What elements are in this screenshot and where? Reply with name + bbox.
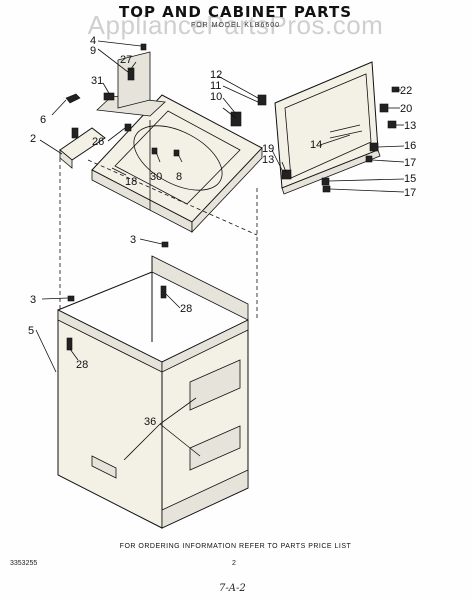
callout-28-left: 28 [76, 359, 88, 371]
alignment-lines [59, 158, 258, 320]
callout-17-lower: 17 [404, 187, 416, 199]
callout-16: 16 [404, 140, 416, 152]
callout-22: 22 [400, 85, 412, 97]
callout-18: 18 [125, 176, 137, 188]
callout-13-left: 13 [262, 154, 274, 166]
callout-36: 36 [144, 416, 156, 428]
callout-31: 31 [91, 75, 103, 87]
ordering-note: FOR ORDERING INFORMATION REFER TO PARTS … [119, 543, 352, 550]
callout-20: 20 [400, 103, 412, 115]
callout-14: 14 [310, 139, 322, 151]
callout-4: 4 [90, 35, 96, 47]
callout-30: 30 [150, 171, 162, 183]
model-subtitle: FOR MODEL KLB6600 [190, 22, 281, 29]
cabinet-body [57, 241, 249, 529]
callout-28-top: 28 [180, 303, 192, 315]
document-number: 3353255 [10, 560, 38, 567]
leader-lines [35, 40, 405, 461]
page-number: 2 [232, 560, 236, 567]
callout-11: 11 [210, 80, 221, 92]
page-title: TOP AND CABINET PARTS [118, 3, 353, 21]
callout-13-right: 13 [404, 120, 416, 132]
callout-5: 5 [28, 325, 34, 337]
cabinet-top [91, 94, 263, 234]
callout-15: 15 [404, 173, 416, 185]
callout-27: 27 [120, 54, 132, 66]
callout-2: 2 [30, 133, 36, 145]
callout-9: 9 [90, 45, 96, 57]
callout-3-left: 3 [30, 294, 36, 306]
callout-17-upper: 17 [404, 157, 416, 169]
callout-6: 6 [40, 114, 46, 126]
callout-12: 12 [210, 69, 222, 81]
callout-19: 19 [262, 143, 274, 155]
callout-8: 8 [176, 171, 182, 183]
washer-lid [274, 61, 381, 195]
callout-10: 10 [210, 91, 222, 103]
watermark-text: AppliancePartsPros.com [87, 10, 384, 40]
callout-26: 26 [92, 136, 104, 148]
callout-labels: 4 9 27 31 6 2 26 30 8 18 12 11 10 22 20 … [28, 35, 416, 428]
callout-3-top: 3 [130, 234, 136, 246]
top-hardware [65, 43, 267, 157]
lid-hardware [281, 86, 400, 193]
handwritten-page-code: 7-A-2 [219, 583, 246, 594]
